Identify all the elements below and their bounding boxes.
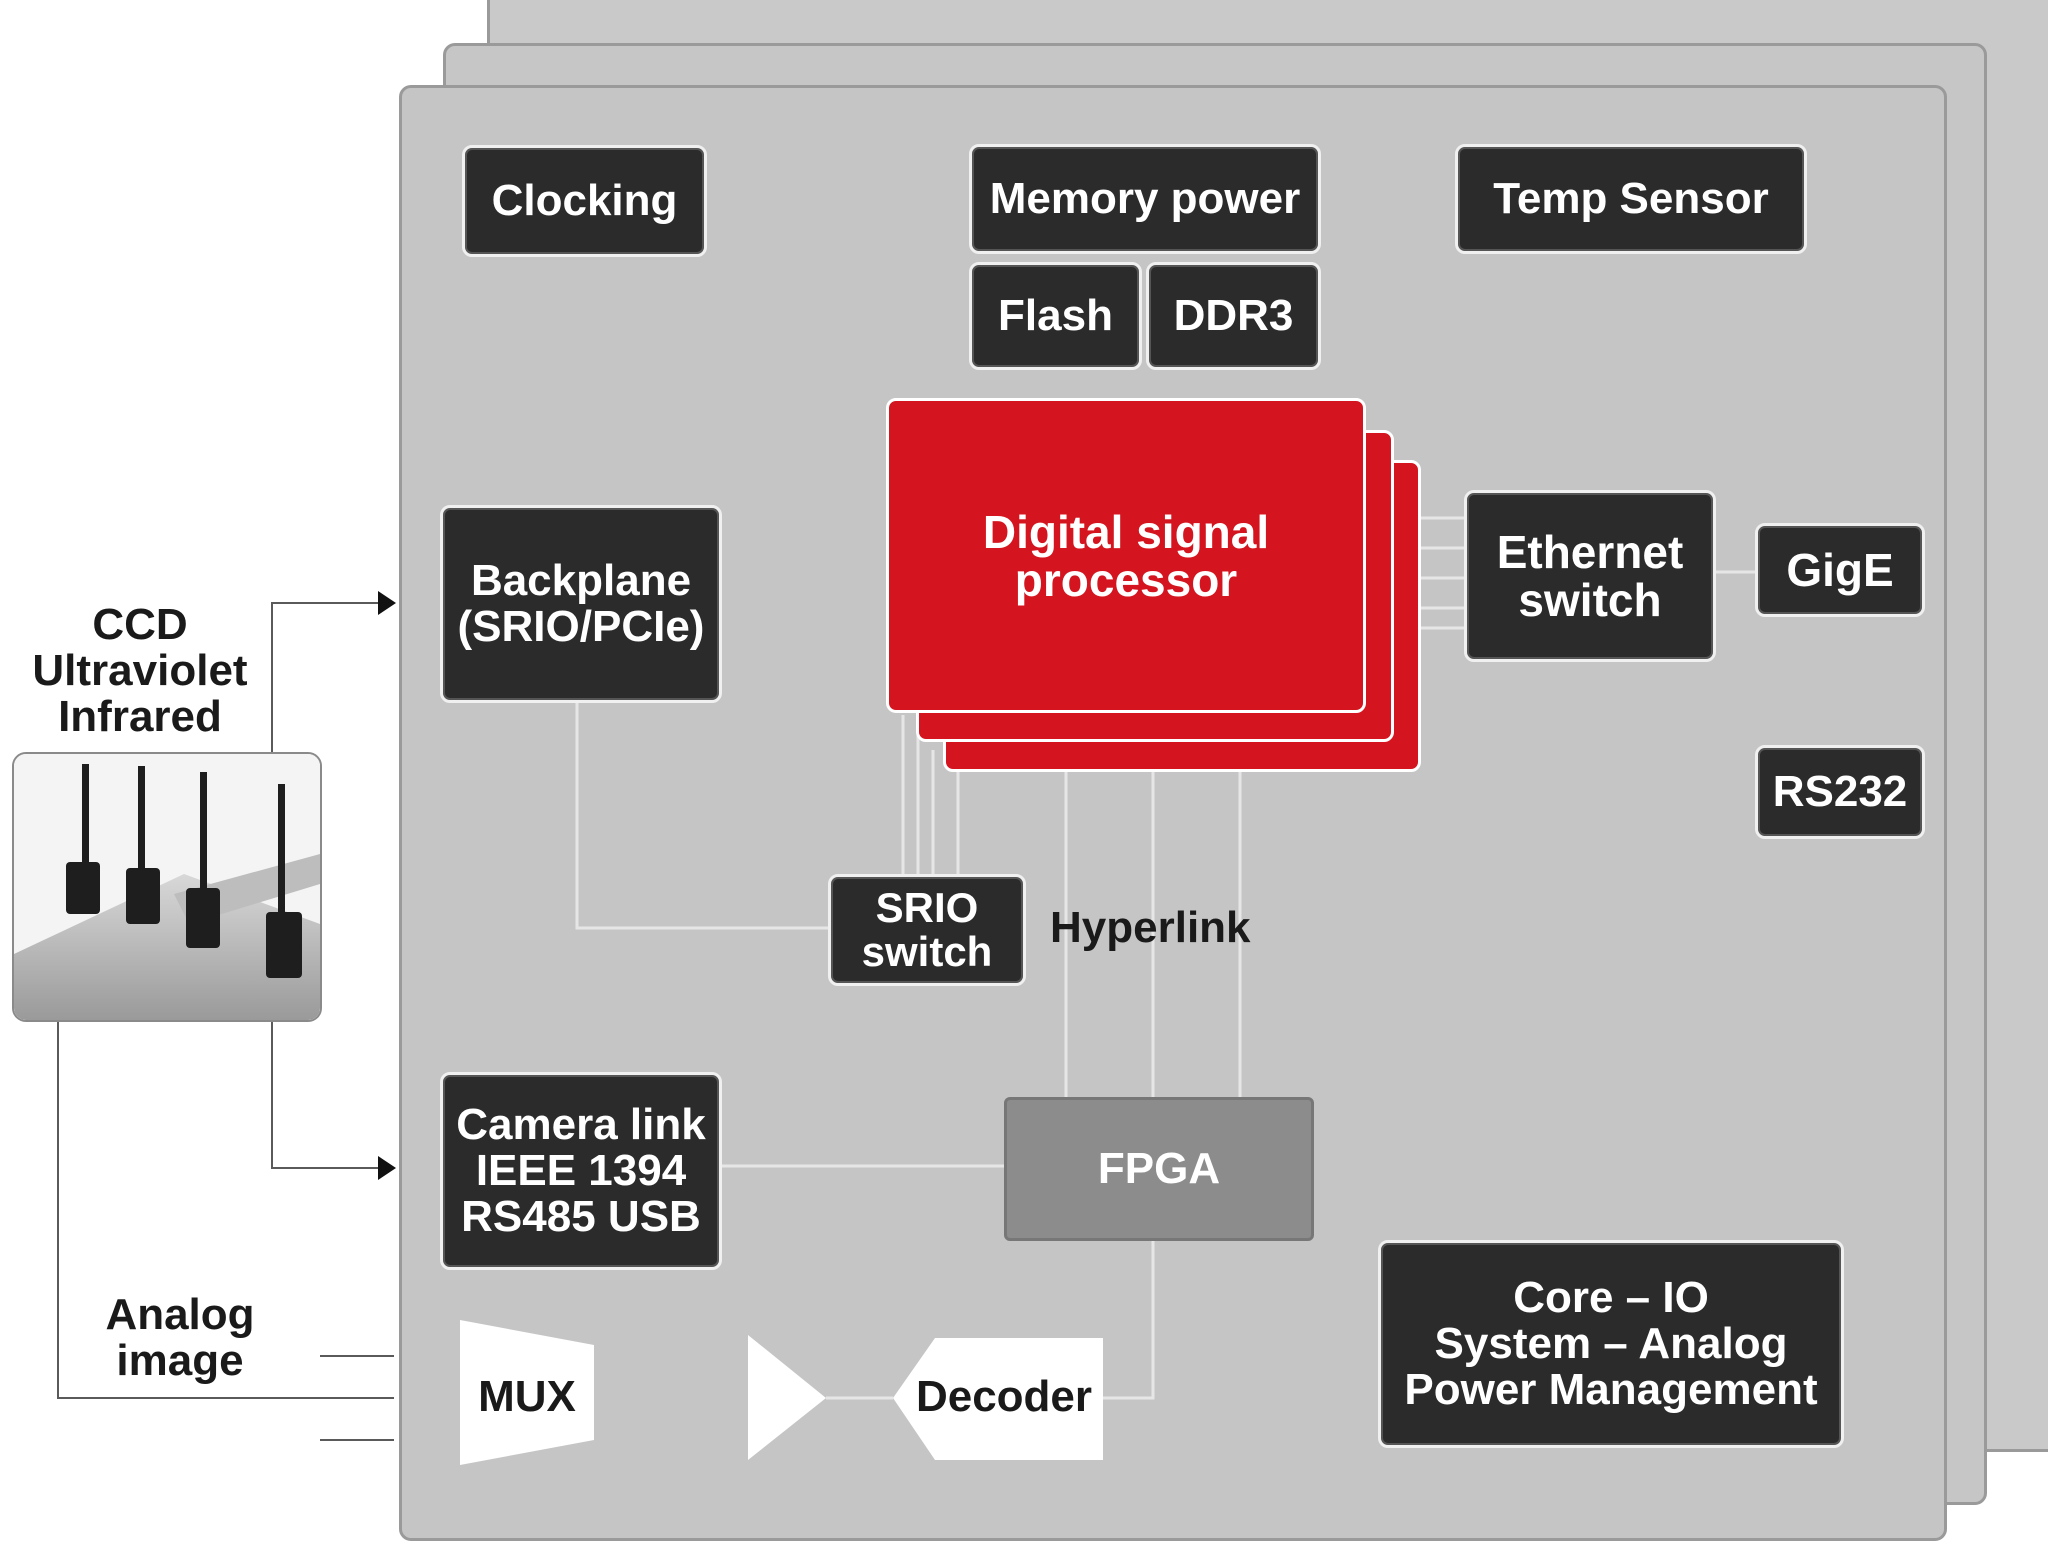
decoder-shape	[893, 1338, 1103, 1460]
analog-image-label: Analog image	[105, 1290, 255, 1386]
flash-box: Flash	[969, 262, 1142, 370]
arrow-icon	[378, 1156, 396, 1180]
arrow-icon	[378, 591, 396, 615]
ddr3-box: DDR3	[1146, 262, 1321, 370]
amplifier-triangle-icon	[748, 1335, 826, 1460]
clocking-box: Clocking	[462, 145, 707, 257]
camera-array-photo	[12, 752, 322, 1022]
mux-label: MUX	[478, 1372, 576, 1421]
camera-types-label: CCD Ultraviolet Infrared	[32, 600, 248, 742]
camera-link-box: Camera link IEEE 1394 RS485 USB	[440, 1072, 722, 1270]
gige-box: GigE	[1755, 523, 1925, 617]
backplane-box: Backplane (SRIO/PCIe)	[440, 505, 722, 703]
core-io-box: Core – IO System – Analog Power Manageme…	[1378, 1240, 1844, 1448]
hyperlink-label: Hyperlink	[1050, 903, 1251, 952]
fpga-box: FPGA	[1004, 1097, 1314, 1241]
rs232-box: RS232	[1755, 745, 1925, 839]
decoder-label: Decoder	[915, 1372, 1093, 1421]
dsp-label: Digital signal processor	[982, 506, 1270, 607]
dsp-card-main	[886, 398, 1366, 713]
srio-switch-box: SRIO switch	[828, 874, 1026, 986]
temp-sensor-box: Temp Sensor	[1455, 144, 1807, 254]
ethernet-switch-box: Ethernet switch	[1464, 490, 1716, 662]
mux-shape	[460, 1320, 594, 1465]
memory-power-box: Memory power	[969, 144, 1321, 254]
